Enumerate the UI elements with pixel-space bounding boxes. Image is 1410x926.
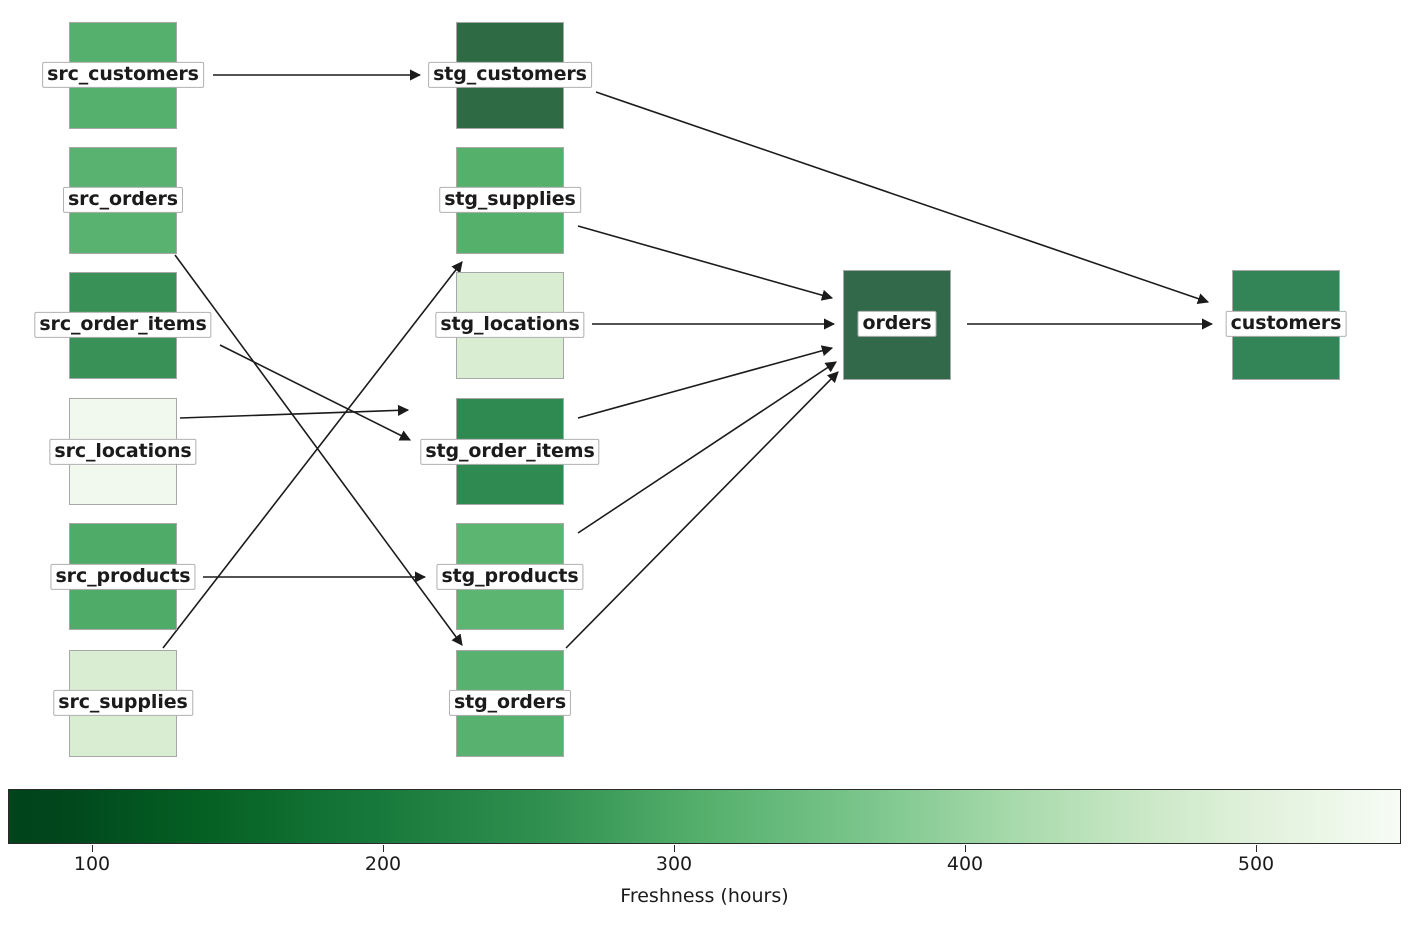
node-label-stg-products: stg_products [436,563,584,591]
colorbar-tick-500 [1256,845,1257,852]
node-label-stg-locations: stg_locations [435,311,585,339]
colorbar-ticklabel-100: 100 [73,853,111,875]
colorbar-ticklabel-500: 500 [1237,853,1275,875]
edge-src_locations-stg_order_items [179,404,410,419]
colorbar-tick-100 [92,845,93,852]
colorbar-ticklabel-300: 300 [655,853,693,875]
node-label-src-products: src_products [50,563,196,591]
edge-stg_supplies-orders [577,225,834,301]
node-label-stg-customers: stg_customers [428,61,592,89]
node-label-orders: orders [857,310,937,338]
edge-stg_order_items-orders [577,345,834,419]
node-label-src-order-items: src_order_items [34,311,212,339]
node-label-customers: customers [1225,310,1347,338]
edge-stg_products-orders [577,361,837,534]
colorbar-ticklabel-200: 200 [364,853,402,875]
node-label-src-locations: src_locations [49,438,197,466]
colorbar: 100 200 300 400 500 Freshness (hours) [8,789,1401,907]
node-label-src-customers: src_customers [42,61,204,89]
edge-stg_orders-orders [565,371,839,649]
node-label-stg-order-items: stg_order_items [420,438,600,466]
node-label-stg-supplies: stg_supplies [439,186,581,214]
edge-src_order_items-stg_order_items [219,344,412,441]
edge-src_orders-stg_orders [174,254,463,646]
colorbar-gradient [8,789,1401,844]
node-label-stg-orders: stg_orders [448,689,572,717]
colorbar-tick-200 [383,845,384,852]
colorbar-tick-400 [965,845,966,852]
colorbar-ticklabel-400: 400 [946,853,984,875]
colorbar-title: Freshness (hours) [620,885,789,907]
node-label-src-supplies: src_supplies [53,689,193,717]
colorbar-tick-300 [674,845,675,852]
node-label-src-orders: src_orders [62,186,184,214]
